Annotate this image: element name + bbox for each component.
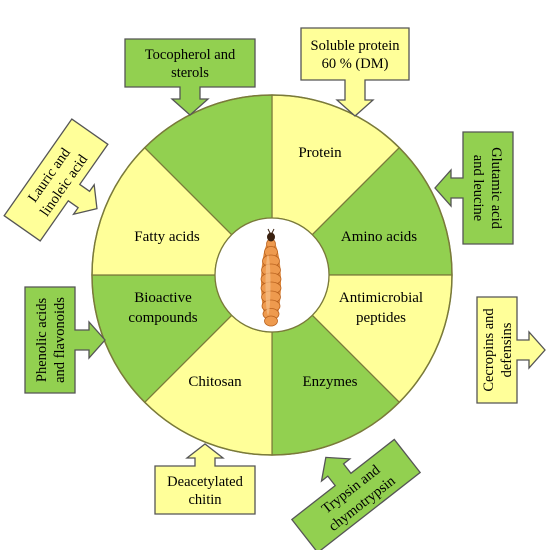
callout-label: chitin [188, 492, 222, 508]
segment-label: peptides [356, 310, 406, 326]
callout-label: and leucine [470, 155, 486, 221]
segment-label: Chitosan [188, 374, 242, 390]
wheel-outline [91, 94, 453, 456]
callout-deacetylated-chitin: Deacetylated chitin [154, 443, 256, 515]
segment-label: Amino acids [341, 229, 417, 245]
callout-label: Phenolic acids [34, 298, 50, 383]
segment-label: Bioactive [134, 290, 192, 306]
callout-label: Soluble protein [310, 38, 400, 54]
segment-bioactive-compounds: Bioactive compounds [91, 146, 233, 326]
callout-label: and flavonoids [52, 297, 68, 383]
segment-label: Fatty acids [134, 229, 200, 245]
callout-soluble-protein-60-dm: Soluble protein 60 % (DM) [300, 27, 410, 117]
callout-label: defensins [499, 322, 515, 377]
segment-label: Protein [298, 145, 342, 161]
mealworm-larva-icon [260, 228, 282, 327]
callout-label: Deacetylated [167, 474, 243, 490]
callout-label: Cecropins and [481, 308, 497, 392]
callout-tocopherol-and-sterols: Tocopherol and sterols [124, 38, 256, 116]
callout-label: Glutamic acid [488, 147, 504, 229]
callout-label: Tocopherol and [145, 47, 236, 63]
segment-label: Enzymes [303, 374, 358, 390]
wheel: LipidsProteinAmino acidsAntimicrobialpep… [91, 94, 453, 456]
callout-label: 60 % (DM) [322, 56, 389, 72]
segment-label: compounds [128, 310, 197, 326]
segment-label: Antimicrobial [339, 290, 423, 306]
callout-label: sterols [171, 65, 209, 81]
center-circle [214, 217, 330, 333]
